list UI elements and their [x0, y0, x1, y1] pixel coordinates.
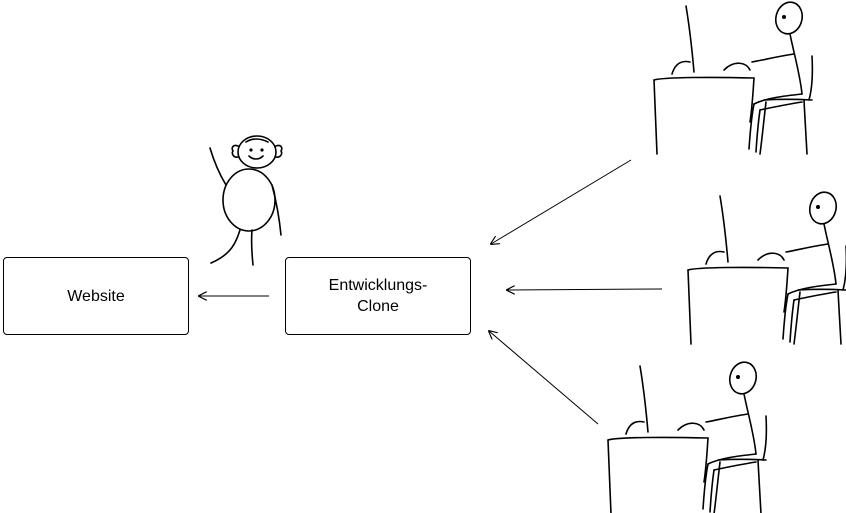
arrow-dev-middle-to-clone [507, 289, 663, 290]
website-box-label: Website [67, 287, 125, 305]
website-box: Website [3, 257, 189, 335]
child-stick-figure-icon [209, 135, 283, 266]
arrow-dev-top-to-clone [491, 159, 632, 244]
arrow-dev-bottom-to-clone [489, 331, 599, 425]
developer-bottom-icon [607, 358, 768, 513]
development-clone-box: Entwicklungs- Clone [285, 257, 471, 335]
developer-top-icon [653, 0, 814, 155]
clone-label-line-2: Clone [357, 298, 399, 315]
developer-middle-icon [687, 188, 846, 345]
development-clone-box-label: Entwicklungs- Clone [329, 275, 428, 317]
clone-label-line-1: Entwicklungs- [328, 277, 428, 294]
